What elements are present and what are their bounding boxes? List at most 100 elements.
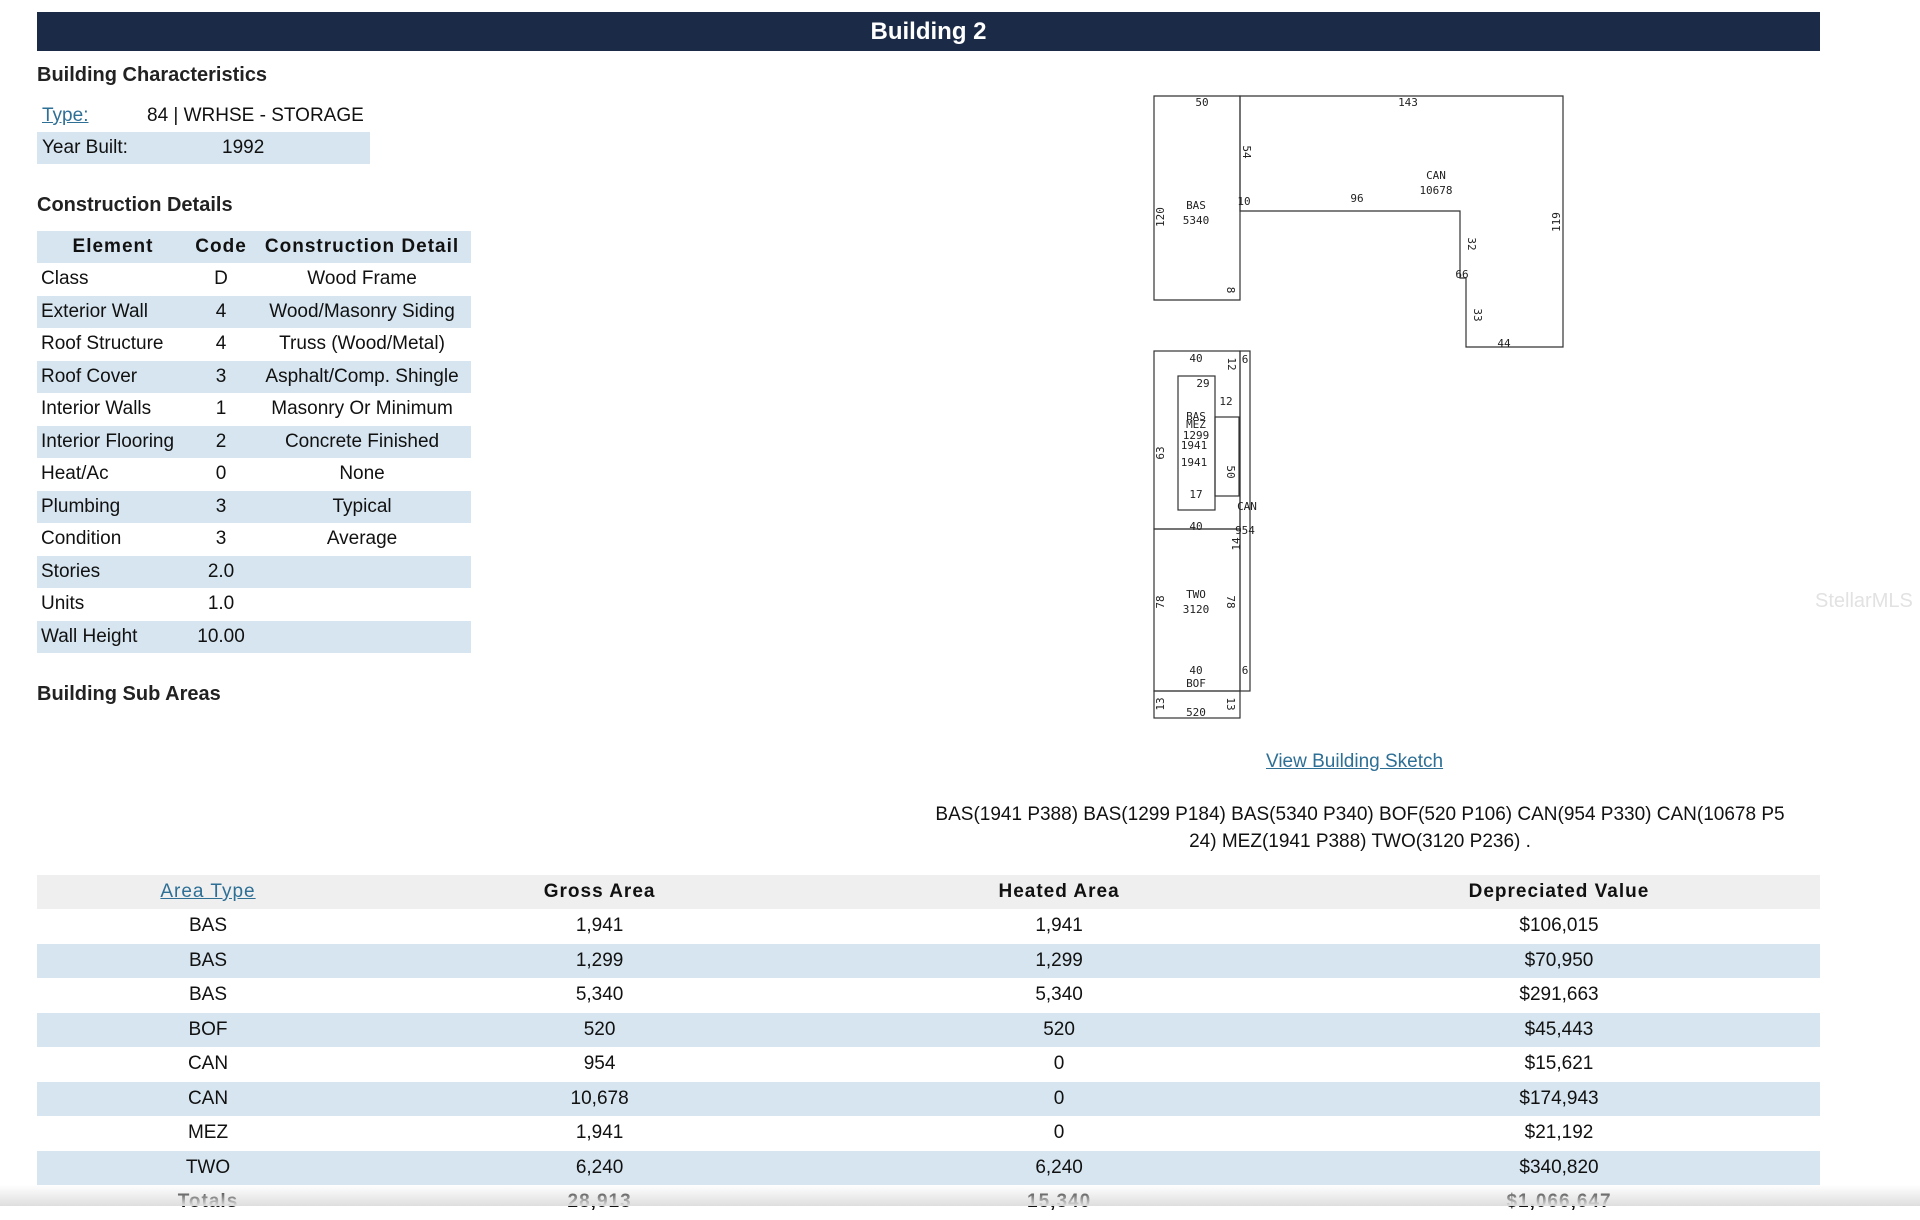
sketch-label: 1299 (1183, 429, 1210, 442)
sketch-label: 520 (1186, 706, 1206, 719)
col-code: Code (188, 231, 254, 263)
construction-row: Heat/Ac 0 None (37, 458, 471, 491)
sketch-label: 10 (1237, 195, 1250, 208)
gross-area-cell: 1,941 (575, 1122, 624, 1144)
depreciated-value-cell: $291,663 (1519, 984, 1599, 1006)
detail-cell (253, 555, 471, 588)
sketch-label: 44 (1497, 337, 1511, 350)
sketch-label: 33 (1471, 308, 1484, 321)
col-gross-area: Gross Area (379, 875, 821, 909)
sketch-label: 1941 (1181, 439, 1208, 452)
element-cell: Condition (41, 528, 122, 550)
characteristics-table: Type: 84 | WRHSE - STORAGE Year Built: 1… (37, 100, 370, 164)
area-type-cell: CAN (187, 1053, 229, 1075)
sub-areas-header-row: Area Type Gross Area Heated Area Depreci… (37, 875, 1820, 909)
view-building-sketch-link[interactable]: View Building Sketch (1266, 751, 1444, 772)
building-banner: Building 2 (37, 12, 1820, 51)
detail-cell: None (339, 463, 385, 485)
sub-areas-heading: Building Sub Areas (37, 683, 221, 705)
detail-cell: Wood Frame (307, 268, 417, 290)
area-type-link[interactable]: Area Type (160, 881, 256, 902)
code-cell: 0 (215, 463, 227, 485)
sketch-label: 13 (1224, 697, 1237, 710)
code-cell: D (214, 268, 228, 290)
detail-cell (253, 588, 471, 621)
construction-header-row: Element Code Construction Detail (37, 231, 471, 263)
sketch-label: 3120 (1183, 603, 1210, 616)
depreciated-value-cell: $340,820 (1298, 1150, 1820, 1185)
detail-cell: Average (326, 528, 398, 550)
bof-520-outline (1153, 690, 1241, 719)
sketch-label: 32 (1465, 237, 1478, 250)
heated-area-cell: 520 (820, 1012, 1298, 1047)
can-954-outline (1239, 350, 1251, 692)
gross-area-cell: 10,678 (379, 1081, 821, 1116)
heated-area-cell: 1,941 (1035, 915, 1083, 937)
sketch-label: CAN (1426, 169, 1446, 182)
sketch-label: 17 (1189, 488, 1202, 501)
heated-area-cell: 5,340 (1035, 984, 1083, 1006)
sketch-label: 78 (1224, 595, 1237, 608)
area-type-cell: BAS (188, 915, 228, 937)
sketch-label: 12 (1225, 357, 1238, 370)
depreciated-value-cell: $70,950 (1298, 943, 1820, 978)
sketch-label: 10678 (1419, 184, 1452, 197)
year-built-row: Year Built: 1992 (37, 132, 370, 164)
detail-cell: Truss (Wood/Metal) (279, 333, 445, 355)
sketch-label: 119 (1550, 212, 1563, 232)
sketch-label: 6 (1242, 664, 1249, 677)
detail-cell: Wood/Masonry Siding (253, 295, 471, 328)
sketch-label: 54 (1240, 145, 1253, 159)
sketch-label: 143 (1398, 96, 1418, 109)
sketch-label: 29 (1196, 377, 1209, 390)
element-cell: Exterior Wall (37, 295, 189, 328)
sketch-label: 63 (1154, 446, 1167, 459)
building-title: Building 2 (870, 17, 987, 45)
sketch-label: TWO (1186, 588, 1206, 601)
code-cell: 2 (188, 425, 254, 458)
construction-heading: Construction Details (37, 194, 233, 216)
element-cell: Heat/Ac (41, 463, 109, 485)
element-cell: Plumbing (37, 490, 189, 523)
heated-area-cell: 0 (1053, 1053, 1065, 1075)
sketch-label: 12 (1219, 395, 1232, 408)
sketch-description: BAS(1941 P388) BAS(1299 P184) BAS(5340 P… (910, 801, 1810, 855)
gross-area-cell: 1,299 (379, 943, 821, 978)
element-cell: Wall Height (37, 620, 189, 653)
area-type-cell: CAN (37, 1081, 379, 1116)
gross-area-cell: 954 (583, 1053, 616, 1075)
code-cell: 4 (188, 295, 254, 328)
sketch-label: 14 (1230, 537, 1243, 551)
col-heated-area: Heated Area (820, 875, 1298, 909)
detail-cell: Concrete Finished (253, 425, 471, 458)
sketch-description-line2: 24) MEZ(1941 P388) TWO(3120 P236) . (1189, 831, 1531, 852)
sketch-label: 50 (1195, 96, 1208, 109)
col-construction-detail: Construction Detail (253, 231, 471, 263)
sketch-label: 40 (1189, 664, 1202, 677)
code-cell: 4 (215, 333, 227, 355)
gross-area-cell: 6,240 (379, 1150, 821, 1185)
watermark: StellarMLS (1815, 590, 1913, 612)
depreciated-value-cell: $174,943 (1298, 1081, 1820, 1116)
detail-cell: Typical (253, 490, 471, 523)
code-cell: 3 (215, 528, 227, 550)
detail-cell: Masonry Or Minimum (271, 398, 453, 420)
sketch-label: 96 (1350, 192, 1363, 205)
bas-1299-outline (1214, 416, 1240, 497)
characteristics-heading: Building Characteristics (37, 64, 268, 86)
type-link[interactable]: Type: (42, 105, 89, 126)
element-cell: Interior Flooring (37, 425, 189, 458)
